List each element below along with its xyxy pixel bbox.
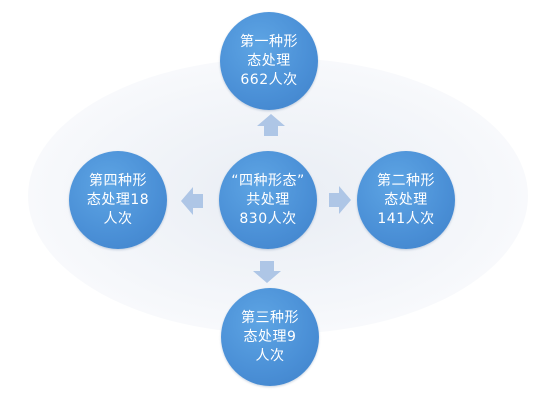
node-fourth-form-line-3: 人次 <box>103 210 133 227</box>
arrow-up <box>256 113 286 137</box>
node-total-line-3: 830人次 <box>239 210 297 227</box>
node-first-form: 第一种形 态处理 662人次 <box>220 12 318 110</box>
node-fourth-form-line-2: 态处理18 <box>86 191 150 208</box>
node-third-form-line-2: 态处理9 <box>243 328 297 345</box>
node-second-form-line-1: 第二种形 <box>377 172 435 189</box>
node-third-form-line-3: 人次 <box>255 347 285 364</box>
arrow-down <box>252 260 282 284</box>
node-total: “四种形态” 共处理 830人次 <box>219 151 317 249</box>
node-second-form-line-2: 态处理 <box>384 191 428 208</box>
node-third-form-line-1: 第三种形 <box>241 309 299 326</box>
node-second-form-line-3: 141人次 <box>377 210 435 227</box>
arrow-left <box>180 186 204 216</box>
node-first-form-line-1: 第一种形 <box>240 33 298 50</box>
node-third-form: 第三种形 态处理9 人次 <box>221 288 319 386</box>
node-total-line-2: 共处理 <box>246 191 290 208</box>
node-total-line-1: “四种形态” <box>231 172 305 189</box>
node-fourth-form-line-1: 第四种形 <box>89 172 147 189</box>
node-second-form: 第二种形 态处理 141人次 <box>357 151 455 249</box>
node-first-form-line-3: 662人次 <box>240 71 298 88</box>
arrow-right <box>328 185 352 215</box>
node-first-form-line-2: 态处理 <box>247 52 291 69</box>
node-fourth-form: 第四种形 态处理18 人次 <box>69 151 167 249</box>
